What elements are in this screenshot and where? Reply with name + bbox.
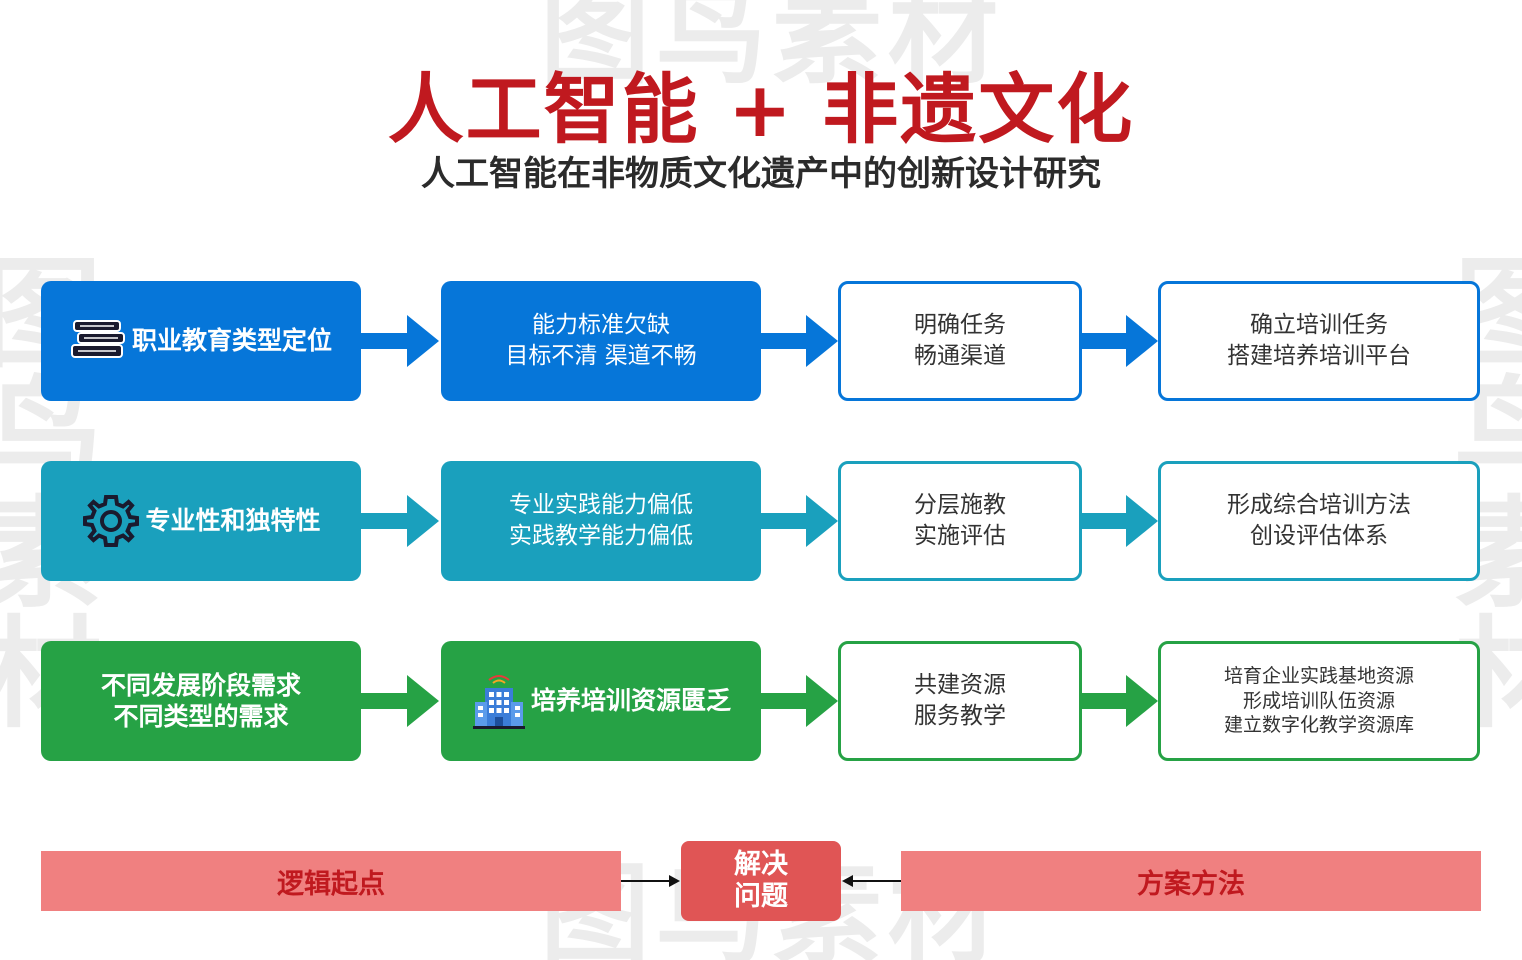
- footer-arrow-right: [842, 875, 901, 887]
- row2-problem-box: 专业实践能力偏低 实践教学能力偏低: [441, 461, 761, 581]
- method-label: 方案方法: [1137, 868, 1245, 900]
- watermark-top: 图鸟素材: [540, 0, 1004, 99]
- row2-start-label: 专业性和独特性: [145, 506, 321, 536]
- row3-solution-box: 共建资源 服务教学: [838, 641, 1082, 761]
- building-icon: [471, 672, 527, 730]
- row3-start-line2: 不同类型的需求: [113, 702, 289, 731]
- row2-arrow-1: [361, 495, 439, 547]
- row2-solution-line1: 分层施教: [914, 491, 1006, 518]
- row1-problem-line2: 目标不清 渠道不畅: [505, 343, 697, 369]
- row2-problem-line1: 专业实践能力偏低: [509, 491, 693, 518]
- row2-arrow-3: [1082, 495, 1158, 547]
- solve-problem-box: 解决 问题: [681, 841, 841, 921]
- row1-arrow-1: [361, 315, 439, 367]
- row2-start-box: 专业性和独特性: [41, 461, 361, 581]
- row3-solution-line1: 共建资源: [914, 671, 1006, 698]
- row3-arrow-3: [1082, 675, 1158, 727]
- solve-problem-line1: 解决: [734, 848, 788, 880]
- row2-solution-box: 分层施教 实施评估: [838, 461, 1082, 581]
- solve-problem-line2: 问题: [734, 881, 788, 912]
- row3-outcome-box: 培育企业实践基地资源 形成培训队伍资源 建立数字化教学资源库: [1158, 641, 1480, 761]
- row3-arrow-1: [361, 675, 439, 727]
- row2-solution-line2: 实施评估: [914, 523, 1006, 549]
- row1-solution-box: 明确任务 畅通渠道: [838, 281, 1082, 401]
- logic-start-band: 逻辑起点: [41, 851, 621, 911]
- row3-start-box: 不同发展阶段需求 不同类型的需求: [41, 641, 361, 761]
- row1-problem-line1: 能力标准欠缺: [532, 311, 670, 338]
- row3-solution-line2: 服务教学: [914, 703, 1006, 729]
- row2-arrow-2: [761, 495, 838, 547]
- row1-start-label: 职业教育类型定位: [131, 326, 332, 356]
- row2-outcome-line2: 创设评估体系: [1250, 523, 1388, 549]
- logic-start-label: 逻辑起点: [277, 868, 385, 900]
- row1-outcome-box: 确立培训任务 搭建培养培训平台: [1158, 281, 1480, 401]
- row1-start-box: 职业教育类型定位: [41, 281, 361, 401]
- row2-outcome-box: 形成综合培训方法 创设评估体系: [1158, 461, 1480, 581]
- row3-problem-box: 培养培训资源匮乏: [441, 641, 761, 761]
- row3-outcome-line3: 建立数字化教学资源库: [1223, 714, 1414, 737]
- row1-outcome-line2: 搭建培养培训平台: [1227, 343, 1411, 369]
- row1-problem-box: 能力标准欠缺 目标不清 渠道不畅: [441, 281, 761, 401]
- page-subtitle: 人工智能在非物质文化遗产中的创新设计研究: [421, 154, 1101, 194]
- row3-problem-label: 培养培训资源匮乏: [530, 686, 731, 716]
- row2-outcome-line1: 形成综合培训方法: [1227, 491, 1411, 518]
- method-band: 方案方法: [901, 851, 1481, 911]
- row1-arrow-2: [761, 315, 838, 367]
- footer-arrow-left: [621, 875, 680, 887]
- row1-solution-line1: 明确任务: [914, 311, 1006, 338]
- row1-arrow-3: [1082, 315, 1158, 367]
- row1-outcome-line1: 确立培训任务: [1250, 311, 1388, 338]
- row3-outcome-line1: 培育企业实践基地资源: [1223, 664, 1414, 687]
- books-icon: [70, 317, 128, 365]
- row1-solution-line2: 畅通渠道: [914, 343, 1006, 369]
- row2-problem-line2: 实践教学能力偏低: [509, 523, 693, 549]
- page-title: 人工智能 + 非遗文化: [387, 65, 1135, 154]
- gear-icon: [81, 491, 141, 551]
- row3-start-line1: 不同发展阶段需求: [100, 670, 301, 700]
- row3-arrow-2: [761, 675, 838, 727]
- row3-outcome-line2: 形成培训队伍资源: [1242, 689, 1395, 712]
